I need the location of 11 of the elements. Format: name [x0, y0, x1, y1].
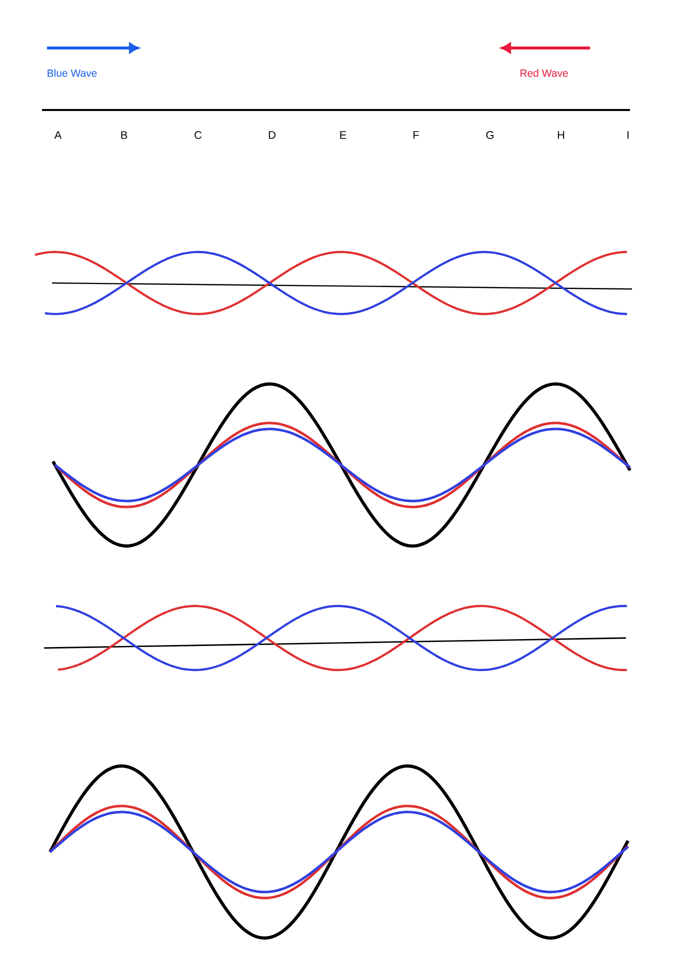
point-label: E — [340, 131, 346, 139]
wave-label: Blue Wave — [48, 69, 97, 77]
wave-label: Red Wave — [520, 69, 568, 77]
point-label: A — [54, 131, 62, 139]
point-label: C — [194, 131, 202, 139]
point-label: B — [121, 131, 128, 139]
point-label: D — [268, 131, 276, 139]
point-label: I — [628, 131, 629, 139]
point-label: F — [414, 131, 419, 139]
point-label: G — [486, 131, 494, 139]
point-label: H — [558, 131, 564, 139]
